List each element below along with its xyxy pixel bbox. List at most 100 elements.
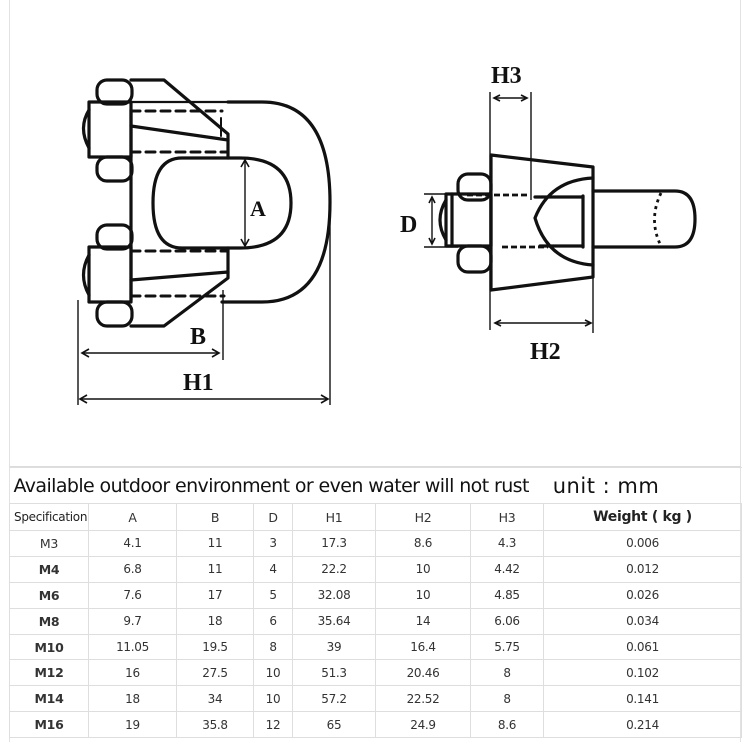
cell-h3: 4.85 [470,581,545,609]
column-header-h3: H3 [470,503,545,531]
u-bolt-inner-slot [151,156,293,250]
u-bolt-outer [220,100,332,304]
right-view [438,153,697,292]
cell-h2: 16.4 [374,633,472,661]
cell-weight: 0.026 [543,581,743,609]
technical-drawing: A B H1 [9,0,741,467]
cell-weight: 0.034 [543,607,743,635]
cell-d: 8 [253,633,293,661]
right-dimensions [424,92,594,333]
cell-a: 11.05 [88,633,177,661]
cell-h2: 10 [374,555,472,583]
cell-h3: 5.75 [470,633,545,661]
cell-h3: 4.3 [470,530,545,557]
cell-d: 10 [253,659,293,687]
page-frame [9,0,741,742]
cell-b: 18 [176,607,254,635]
cell-h1: 51.3 [292,659,376,687]
cell-spec: M3 [9,530,89,557]
cell-h3: 8 [470,659,545,687]
cell-h2: 20.46 [374,659,472,687]
table-row: M10 11.05 19.5 8 39 16.4 5.75 0.061 [9,633,743,661]
cell-spec: M8 [9,607,89,635]
cell-spec: M16 [9,711,89,739]
cell-a: 7.6 [88,581,177,609]
table-row: M8 9.7 18 6 35.64 14 6.06 0.034 [9,607,743,635]
cell-d: 3 [253,530,293,557]
column-header-specification: Specification [9,503,89,531]
table-row: M16 19 35.8 12 65 24.9 8.6 0.214 [9,711,743,739]
cell-spec: M12 [9,659,89,687]
cell-a: 19 [88,711,177,739]
cell-h2: 24.9 [374,711,472,739]
cell-h3: 4.42 [470,555,545,583]
cell-weight: 0.141 [543,685,743,713]
label-a: A [250,196,266,221]
left-view [81,78,332,328]
cell-a: 4.1 [88,530,177,557]
lower-nut-body [87,245,133,304]
column-header-b: B [176,503,254,531]
cell-weight: 0.102 [543,659,743,687]
cell-d: 10 [253,685,293,713]
cell-h1: 35.64 [292,607,376,635]
cell-h1: 57.2 [292,685,376,713]
label-h1: H1 [183,370,214,396]
cell-spec: M4 [9,555,89,583]
column-header-h2: H2 [374,503,472,531]
cell-h1: 17.3 [292,530,376,557]
table-header-row: Specification A B D H1 H2 H3 Weight ( kg… [9,503,743,531]
column-header-weight: Weight ( kg ) [543,503,743,531]
label-h2: H2 [530,339,561,365]
cell-weight: 0.012 [543,555,743,583]
table-row: M12 16 27.5 10 51.3 20.46 8 0.102 [9,659,743,687]
cell-h2: 8.6 [374,530,472,557]
cell-b: 17 [176,581,254,609]
upper-nut-top [95,78,134,106]
cell-b: 11 [176,530,254,557]
cell-a: 6.8 [88,555,177,583]
cell-d: 6 [253,607,293,635]
wire-rope-clip-drawing: A B H1 [77,63,697,405]
table-row: M3 4.1 11 3 17.3 8.6 4.3 0.006 [9,530,743,557]
column-header-a: A [88,503,177,531]
table-title-row: Available outdoor environment or even wa… [9,467,742,504]
cell-b: 35.8 [176,711,254,739]
upper-nut-body [87,100,133,159]
cell-spec: M14 [9,685,89,713]
upper-nut-bottom [95,155,134,183]
cell-h3: 6.06 [470,607,545,635]
cell-h2: 10 [374,581,472,609]
cell-h2: 14 [374,607,472,635]
table-row: M14 18 34 10 57.2 22.52 8 0.141 [9,685,743,713]
cell-h1: 39 [292,633,376,661]
cell-h1: 32.08 [292,581,376,609]
cell-a: 18 [88,685,177,713]
cell-a: 9.7 [88,607,177,635]
cell-h2: 22.52 [374,685,472,713]
rope-rod [591,189,697,249]
table-title: Available outdoor environment or even wa… [9,467,529,504]
cell-b: 34 [176,685,254,713]
cell-b: 19.5 [176,633,254,661]
table-row: M4 6.8 11 4 22.2 10 4.42 0.012 [9,555,743,583]
cell-d: 12 [253,711,293,739]
lower-nut-top [95,223,134,251]
cell-h1: 65 [292,711,376,739]
cell-d: 5 [253,581,293,609]
cell-b: 27.5 [176,659,254,687]
lower-nut-bottom [95,300,134,328]
label-h3: H3 [491,63,522,89]
cell-weight: 0.061 [543,633,743,661]
cell-h3: 8 [470,685,545,713]
label-d: D [400,212,417,238]
cell-h1: 22.2 [292,555,376,583]
saddle-side [489,153,595,292]
table-row: M6 7.6 17 5 32.08 10 4.85 0.026 [9,581,743,609]
column-header-h1: H1 [292,503,376,531]
cell-a: 16 [88,659,177,687]
specification-table: Available outdoor environment or even wa… [9,467,743,739]
column-header-d: D [253,503,293,531]
left-dimensions [77,158,331,405]
cell-spec: M6 [9,581,89,609]
